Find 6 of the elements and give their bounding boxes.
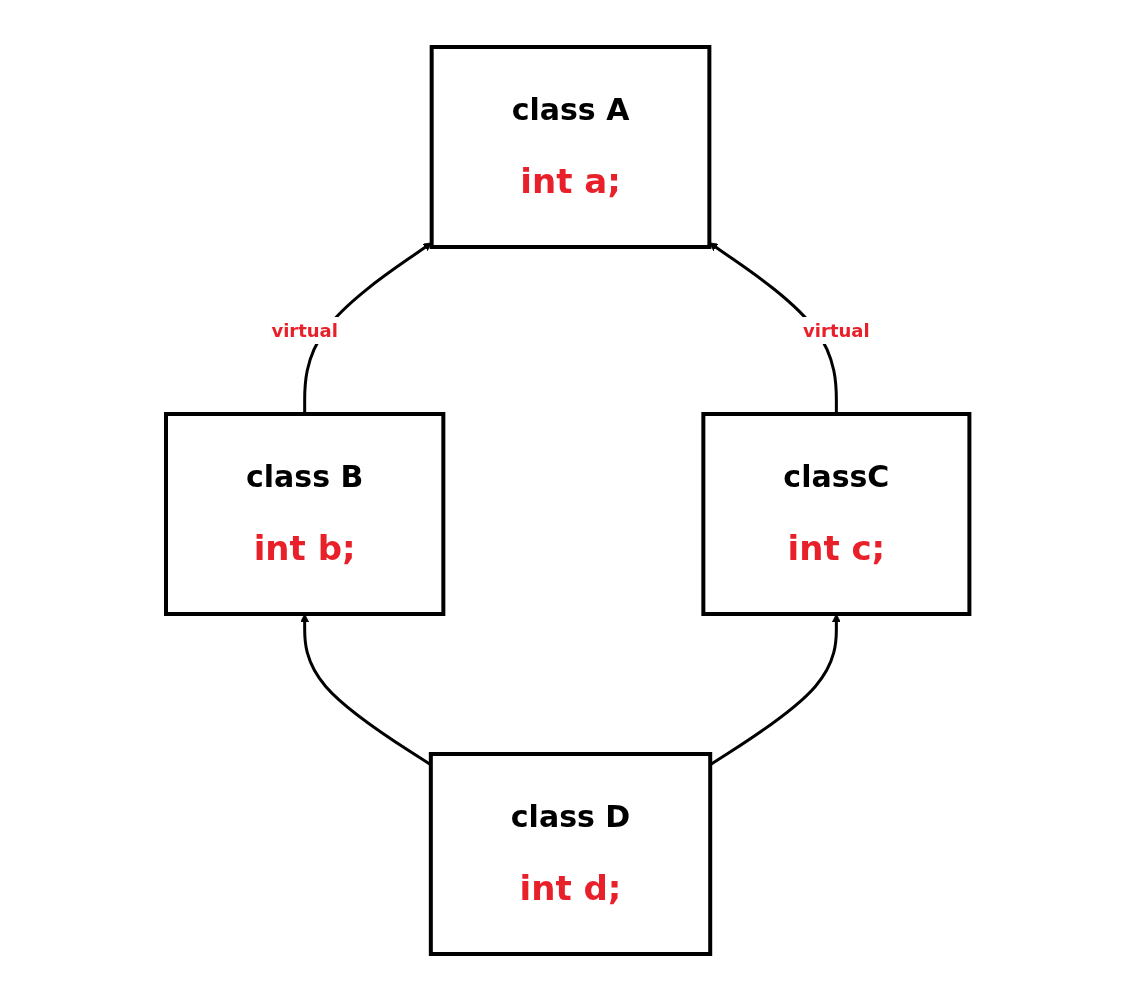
node-box: classC int c; <box>701 412 972 616</box>
node-box: class A int a; <box>429 45 712 249</box>
node-box: class D int d; <box>428 752 712 956</box>
edge-label: virtual <box>271 320 338 341</box>
node-box: class B int b; <box>163 412 446 616</box>
edge-label: virtual <box>802 320 870 341</box>
